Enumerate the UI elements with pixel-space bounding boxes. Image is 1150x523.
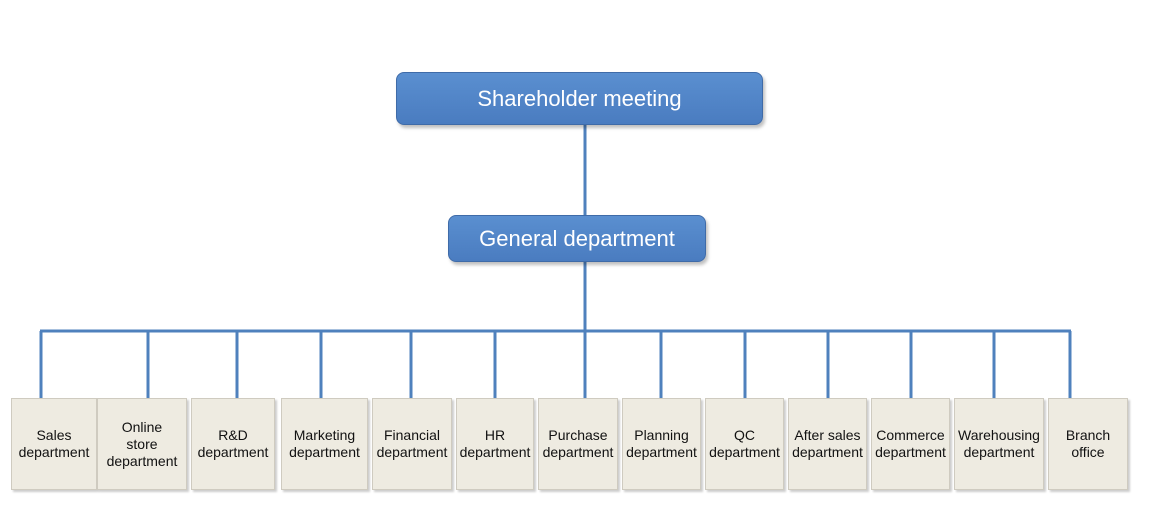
general-department-label: General department <box>479 225 675 251</box>
shareholder-meeting-node: Shareholder meeting <box>396 72 763 125</box>
general-department-node: General department <box>448 215 706 262</box>
shareholder-meeting-label: Shareholder meeting <box>477 85 682 111</box>
